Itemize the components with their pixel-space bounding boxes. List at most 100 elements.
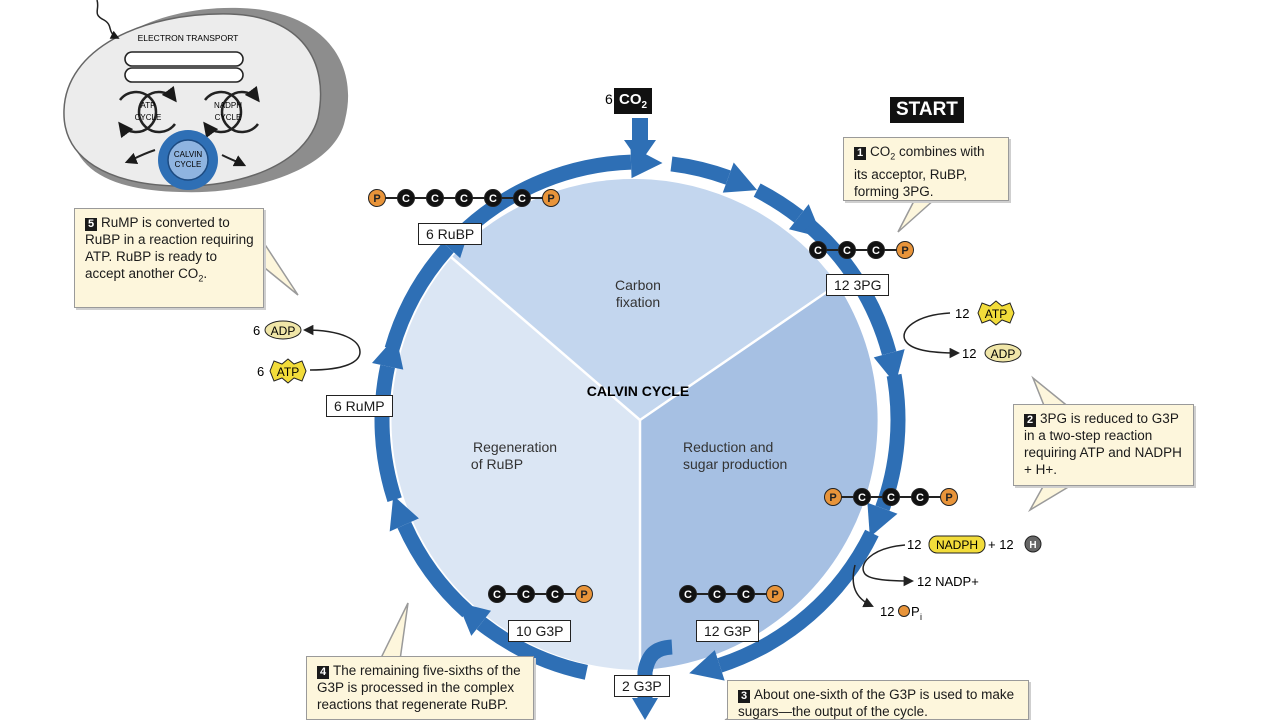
- nadph-reaction: 12 NADPH + 12 H 12 NADP+ 12 P i: [852, 535, 1042, 622]
- carbon-label: C: [872, 245, 880, 257]
- co2-input-label: CO2: [614, 88, 653, 114]
- phosphate-atom: [575, 585, 593, 603]
- adp-label-step2: ADP: [991, 347, 1016, 361]
- carbon-atom: [679, 585, 697, 603]
- carbon-atom: [484, 189, 502, 207]
- carbon-label: C: [518, 193, 526, 205]
- cycle-sectors: [391, 178, 878, 670]
- carbon-atom: [455, 189, 473, 207]
- plus-12: + 12: [988, 537, 1014, 552]
- rump-label: 6 RuMP: [326, 395, 393, 417]
- carbon-label: C: [551, 589, 559, 601]
- 3pg-label: 12 3PG: [826, 274, 890, 296]
- phosphate-label: P: [901, 245, 908, 257]
- nadph-label: NADPH: [936, 538, 978, 552]
- step-5-number: 5: [85, 218, 97, 231]
- carbon-atom: [546, 585, 564, 603]
- g3p-10-label: 10 G3P: [508, 620, 572, 642]
- step-2-number: 2: [1024, 414, 1036, 427]
- ring-arrow-segment: [753, 183, 804, 223]
- ring-arrow-head: [389, 495, 419, 532]
- carbon-label: C: [843, 245, 851, 257]
- ring-arrow-segment: [462, 154, 632, 234]
- carbon-label: C: [814, 245, 822, 257]
- step-3-number: 3: [738, 690, 750, 703]
- phosphate-label: P: [373, 193, 380, 205]
- g3p-output-arrow: [637, 639, 673, 700]
- svg-text:of RuBP: of RuBP: [471, 456, 523, 472]
- co2-coefficient: 6: [605, 91, 613, 107]
- ring-arrow-segment: [397, 521, 473, 618]
- carbon-atom: [708, 585, 726, 603]
- phosphate-atom: [368, 189, 386, 207]
- carbon-atom: [513, 189, 531, 207]
- atp-label-step5: ATP: [277, 365, 299, 379]
- chloroplast-thumbnail: ELECTRON TRANSPORT ATP CYCLE NADPH CYCLE…: [63, 0, 349, 193]
- carbon-atom: [488, 585, 506, 603]
- ring-arrow-segment: [670, 156, 731, 185]
- atp-adp-step2: 12 ATP 12 ADP: [903, 300, 1022, 363]
- ring-arrow-segment: [476, 617, 588, 680]
- ring-arrow-segment: [717, 529, 879, 673]
- g3p-12-label: 12 G3P: [696, 620, 760, 642]
- calvin-cycle-title: CALVIN CYCLE: [587, 383, 689, 399]
- ring-arrow-head: [722, 162, 758, 193]
- svg-text:CYCLE: CYCLE: [215, 113, 242, 122]
- adp-coef-step5: 6: [253, 323, 260, 338]
- carbon-label: C: [887, 492, 895, 504]
- carbon-label: C: [460, 193, 468, 205]
- ring-arrow-head: [867, 502, 898, 538]
- co2-input-arrow: [624, 118, 656, 163]
- step-4-number: 4: [317, 666, 329, 679]
- phosphate-label: P: [580, 589, 587, 601]
- electron-transport-label: ELECTRON TRANSPORT: [138, 33, 239, 43]
- adp-coef-step2: 12: [962, 346, 976, 361]
- carbon-atom: [853, 488, 871, 506]
- phosphate-label: P: [829, 492, 836, 504]
- callout-pointers: [254, 198, 1076, 720]
- calvin-cycle-thumb-label: CALVIN: [174, 150, 203, 159]
- g3p-2-label: 2 G3P: [614, 675, 670, 697]
- carbon-label: C: [522, 589, 530, 601]
- carbon-label: C: [402, 193, 410, 205]
- phosphate-atom: [542, 189, 560, 207]
- svg-text:CYCLE: CYCLE: [175, 160, 202, 169]
- carbon-label: C: [858, 492, 866, 504]
- ring-arrow-segment: [804, 219, 897, 356]
- carbon-atom: [517, 585, 535, 603]
- carbon-fixation-label: Carbon: [615, 277, 661, 293]
- hydrogen-ion: H: [1029, 540, 1036, 551]
- atp-coef-step2: 12: [955, 306, 969, 321]
- carbon-label: C: [916, 492, 924, 504]
- carbon-label: C: [431, 193, 439, 205]
- nadp-output: 12 NADP+: [917, 574, 979, 589]
- cycle-ring: [371, 146, 906, 681]
- rubp-label: 6 RuBP: [418, 223, 483, 245]
- pi-coef: 12: [880, 604, 894, 619]
- svg-text:CYCLE: CYCLE: [135, 113, 162, 122]
- pi-label: P: [911, 604, 920, 619]
- phosphate-atom: [940, 488, 958, 506]
- carbon-label: C: [713, 589, 721, 601]
- carbon-label: C: [742, 589, 750, 601]
- nadph-cycle-label: NADPH: [214, 101, 242, 110]
- carbon-atom: [737, 585, 755, 603]
- atp-adp-step5: 6 ADP 6 ATP: [253, 320, 361, 384]
- reduction-label: Reduction and: [683, 439, 773, 455]
- carbon-atom: [882, 488, 900, 506]
- pi-subscript: i: [920, 612, 922, 622]
- carbon-atom: [867, 241, 885, 259]
- phosphate-atom: [766, 585, 784, 603]
- atp-coef-step5: 6: [257, 364, 264, 379]
- phosphate-label: P: [771, 589, 778, 601]
- ring-arrow-head: [689, 650, 725, 681]
- phosphate-atom: [824, 488, 842, 506]
